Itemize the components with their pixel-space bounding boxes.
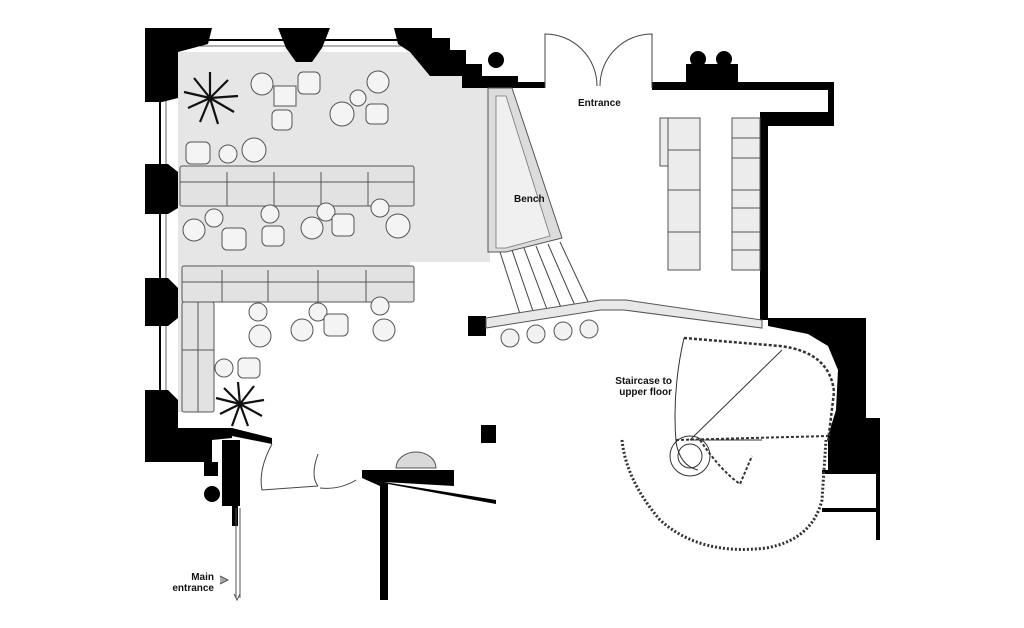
walls <box>145 28 880 600</box>
wall-right-block <box>768 318 880 470</box>
wall-lower-center <box>362 470 496 600</box>
banquettes[interactable] <box>179 165 415 413</box>
palm-plant-icon <box>215 381 265 427</box>
lounge-chairs[interactable] <box>182 70 411 379</box>
staircase-label-line-2: upper floor <box>619 387 672 398</box>
wall-pillar-left-2 <box>145 278 178 326</box>
bench-label: Bench <box>514 194 545 205</box>
wall-pillar-top-left <box>145 28 212 102</box>
upper-lounge-zone <box>178 52 490 262</box>
wall-pillar-left-3 <box>145 390 232 462</box>
wall-pillar-top-center <box>278 28 330 62</box>
staircase[interactable] <box>620 336 836 551</box>
staircase-label-line-1: Staircase to <box>615 376 672 387</box>
bench <box>487 87 563 253</box>
main-entrance-label-line-1: Main <box>191 572 214 583</box>
main-entrance-doors[interactable] <box>260 443 357 491</box>
bench-steps <box>499 241 591 315</box>
wall-right-vertical <box>760 112 834 320</box>
wall-pillar-left-1 <box>145 164 178 214</box>
main-entrance-label: Main entrance <box>168 572 214 594</box>
right-sofas[interactable] <box>659 117 761 271</box>
main-entrance-label-line-2: entrance <box>172 583 214 594</box>
reception-desk <box>395 451 437 469</box>
wall-top-right <box>652 82 834 126</box>
staircase-label: Staircase to upper floor <box>600 376 672 398</box>
bar-counter <box>485 299 763 329</box>
bar-stools[interactable] <box>500 319 599 348</box>
entrance-label: Entrance <box>578 98 621 109</box>
entrance-arrow-icon <box>219 508 241 602</box>
wall-pillar-top-right <box>394 28 545 88</box>
palm-plant-icon <box>183 72 239 125</box>
entrance-doors[interactable] <box>544 33 653 88</box>
